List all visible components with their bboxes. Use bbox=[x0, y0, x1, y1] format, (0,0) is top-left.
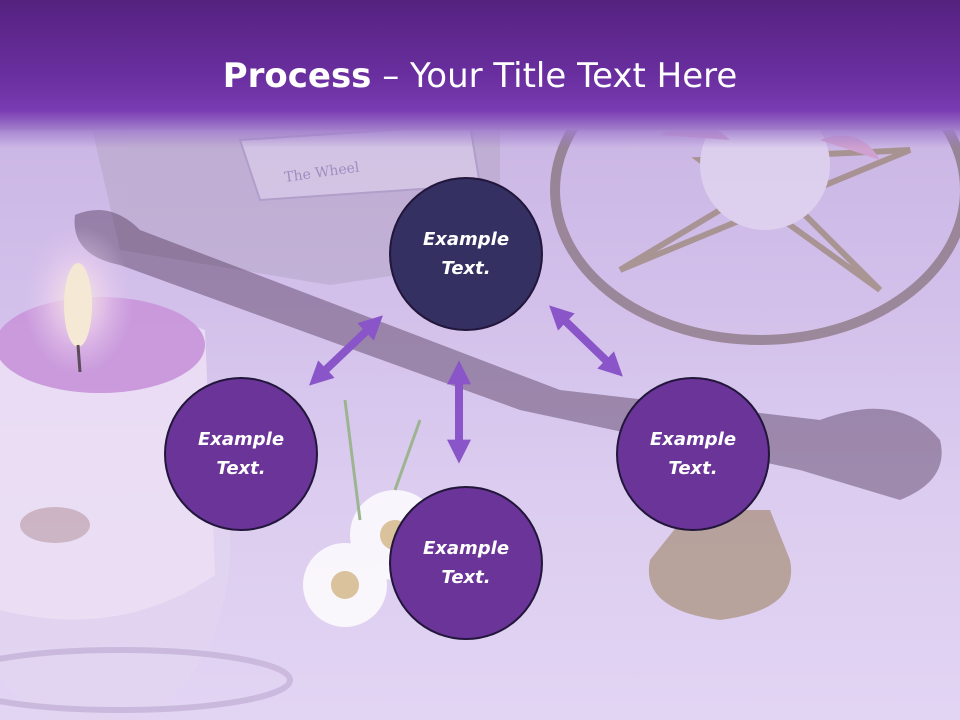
circle-text-line1: Example bbox=[649, 429, 737, 450]
title-rest-text: – Your Title Text Here bbox=[371, 56, 738, 96]
circle-text-line1: Example bbox=[197, 429, 285, 450]
process-circle-left[interactable]: Example Text. bbox=[164, 377, 318, 531]
process-circle-bottom[interactable]: Example Text. bbox=[389, 486, 543, 640]
process-circle-right[interactable]: Example Text. bbox=[616, 377, 770, 531]
circle-text-line2: Text. bbox=[216, 458, 266, 479]
circle-text-line1: Example bbox=[422, 229, 510, 250]
arrow-top-right bbox=[549, 305, 623, 377]
title-bar bbox=[0, 0, 960, 148]
circle-text-line1: Example bbox=[422, 538, 510, 559]
arrow-top-left bbox=[309, 315, 383, 386]
circle-text-line2: Text. bbox=[441, 567, 491, 588]
circle-text-line2: Text. bbox=[668, 458, 718, 479]
process-circle-top[interactable]: Example Text. bbox=[389, 177, 543, 331]
slide-title: Process – Your Title Text Here bbox=[0, 54, 960, 98]
title-bold-text: Process bbox=[222, 56, 372, 96]
brass-stand-image bbox=[648, 510, 792, 620]
circle-text-line2: Text. bbox=[441, 258, 491, 279]
